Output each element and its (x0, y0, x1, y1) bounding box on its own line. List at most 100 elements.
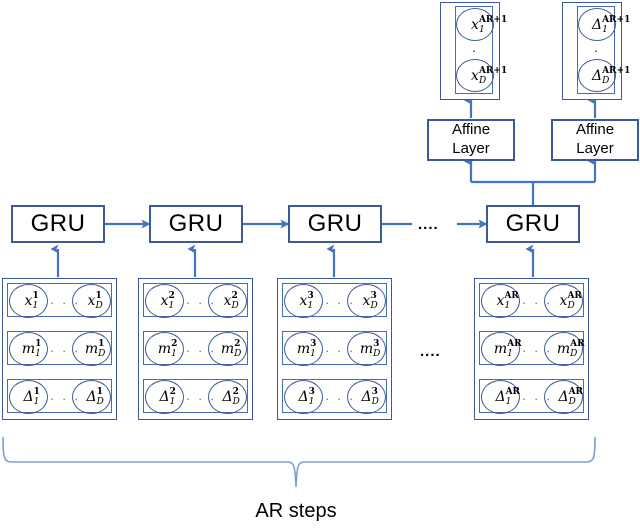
node-sub: 1 (35, 349, 41, 359)
delta-output-first-base: Δ (591, 16, 603, 33)
delta-output-vertical-ellipsis: · (593, 43, 599, 58)
gru-cell-1[interactable]: GRU (11, 205, 105, 243)
affine-layer-delta-line1: Affine (575, 121, 615, 139)
node-base: Δ (361, 389, 372, 405)
node-base: m (220, 341, 235, 357)
input-block-ar-row-delta-ellipsis: · · · (522, 391, 553, 406)
node-sub: D (231, 301, 239, 311)
gru-cell-2-label: GRU (168, 210, 224, 237)
input-block-1-row-delta-ellipsis: · · · (50, 391, 81, 406)
node-sub: 1 (32, 301, 39, 311)
node-sup: 2 (171, 339, 178, 349)
node-sub: 1 (507, 349, 513, 359)
gru-cell-ar[interactable]: GRU (486, 205, 580, 243)
gru-sequence-ellipsis: .... (418, 216, 439, 233)
input-block-3-row-delta-ellipsis: · · · (325, 391, 356, 406)
node-sub: D (232, 397, 240, 407)
x-output-first-base: x (471, 16, 479, 33)
x-output-first-sub: 1 (478, 24, 485, 35)
node-base: x (299, 293, 308, 309)
node-sub: 1 (169, 397, 176, 407)
node-sup: 3 (307, 291, 314, 301)
affine-layer-x-line1: Affine (451, 121, 491, 139)
node-sup: 2 (168, 291, 175, 301)
node-base: x (496, 293, 505, 309)
node-base: Δ (86, 389, 97, 405)
node-base: Δ (298, 389, 309, 405)
x-output-vertical-ellipsis: · (471, 43, 477, 58)
node-sub: D (568, 397, 576, 407)
node-sup: 1 (35, 339, 42, 349)
node-sup: AR (567, 291, 582, 301)
gru-cell-ar-label: GRU (505, 210, 561, 237)
node-base: x (559, 293, 568, 309)
node-sup: 1 (95, 291, 102, 301)
node-base: m (493, 341, 508, 357)
input-block-1-row-m-ellipsis: · · · (50, 343, 81, 358)
node-sub: D (373, 349, 381, 359)
input-block-sequence-ellipsis: .... (420, 343, 441, 360)
node-sup: 3 (373, 339, 380, 349)
node-sup: 3 (308, 387, 315, 397)
input-block-ar-row-x-ellipsis: · · · (522, 295, 553, 310)
node-sub: D (567, 301, 575, 311)
delta-output-last-base: Δ (591, 67, 603, 84)
node-base: Δ (558, 389, 569, 405)
node-base: m (84, 341, 99, 357)
input-block-3-row-m-ellipsis: · · · (325, 343, 356, 358)
node-sup: AR (504, 291, 519, 301)
node-sup: 3 (371, 387, 378, 397)
delta-output-first-sup: AR+1 (602, 14, 631, 25)
input-block-2-row-delta-ellipsis: · · · (186, 391, 217, 406)
input-block-2-row-m-ellipsis: · · · (186, 343, 217, 358)
gru-cell-2[interactable]: GRU (149, 205, 243, 243)
node-base: m (296, 341, 311, 357)
affine-layer-x-line2: Layer (452, 140, 490, 157)
node-base: m (157, 341, 172, 357)
delta-output-last-sub: D (602, 75, 610, 86)
node-sup: 1 (33, 387, 40, 397)
ar-steps-caption: AR steps (255, 500, 337, 522)
node-sub: D (370, 301, 378, 311)
node-sup: AR (568, 387, 584, 397)
node-sup: AR (505, 387, 521, 397)
x-output-last-base: x (471, 67, 479, 84)
node-base: m (21, 341, 36, 357)
node-sub: 1 (505, 397, 512, 407)
node-sup: 1 (98, 339, 105, 349)
node-sub: 1 (310, 349, 316, 359)
input-block-2-row-x-ellipsis: · · · (186, 295, 217, 310)
node-base: m (556, 341, 571, 357)
affine-layer-x[interactable]: Affine Layer (427, 119, 515, 161)
node-sup: AR (570, 339, 585, 349)
gru-cell-3-label: GRU (307, 210, 363, 237)
ar-steps-brace (2, 436, 596, 488)
input-block-3-row-x-ellipsis: · · · (325, 295, 356, 310)
node-sup: 3 (310, 339, 317, 349)
x-output-last-sub: D (478, 75, 487, 86)
gru-cell-3[interactable]: GRU (288, 205, 382, 243)
affine-layer-delta[interactable]: Affine Layer (551, 119, 639, 161)
